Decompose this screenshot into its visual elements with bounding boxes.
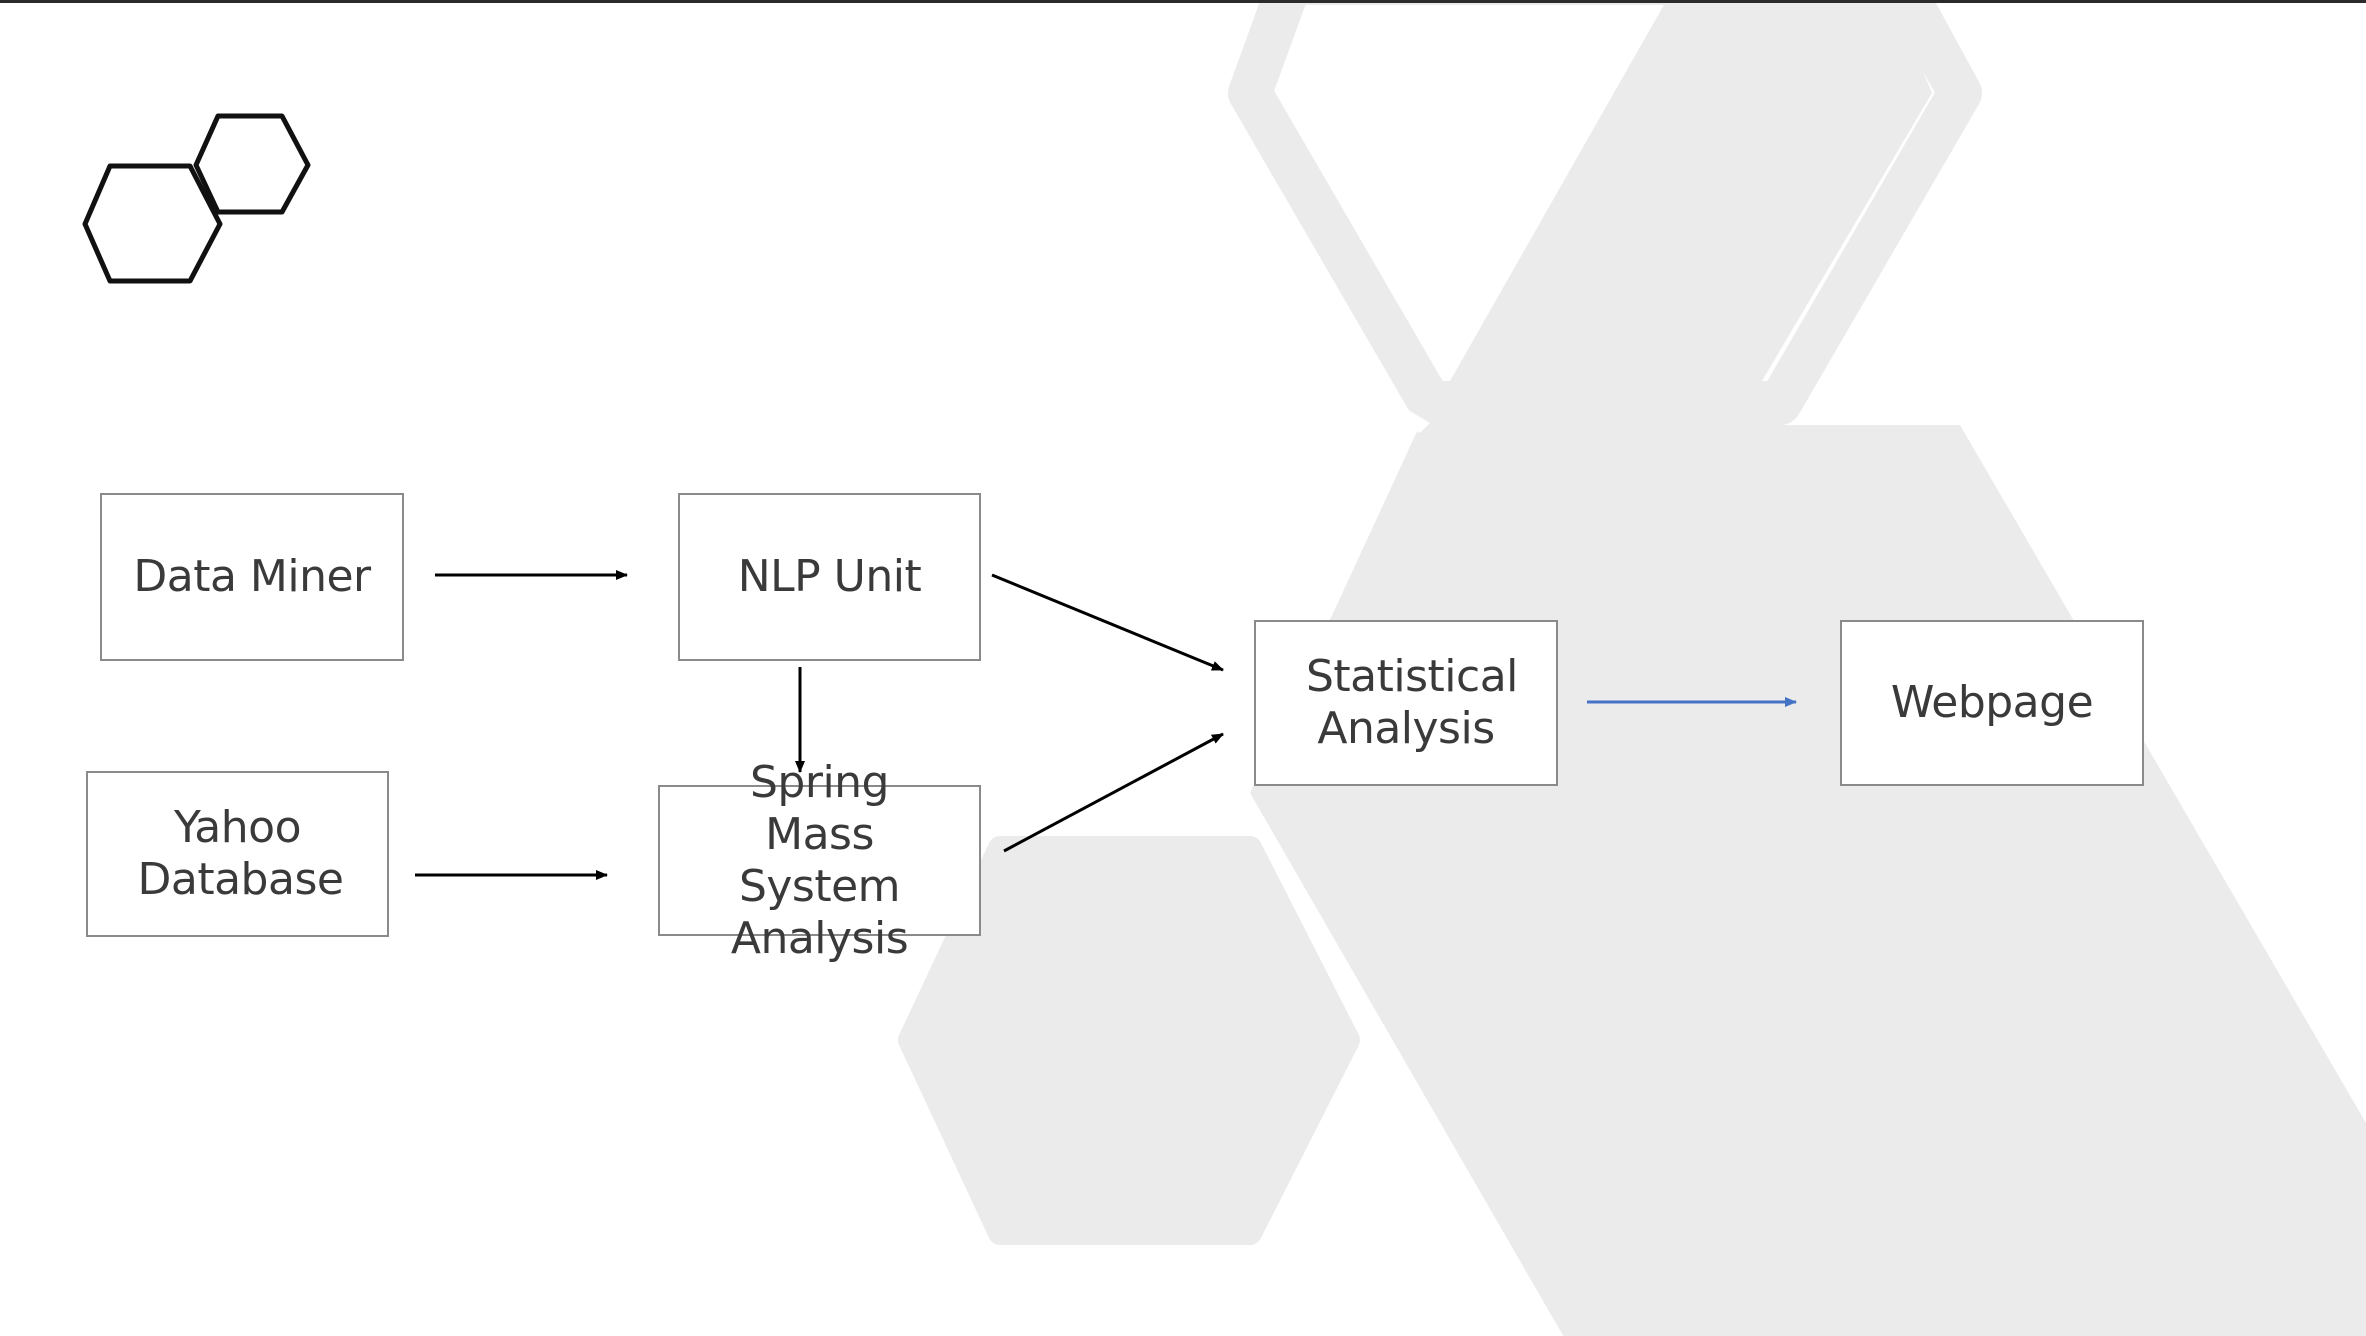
node-data-miner-label: Data Miner — [133, 551, 371, 602]
background-top-hexagon-fill — [1450, 3, 1932, 381]
background-gap-band — [1395, 408, 1430, 433]
node-data-miner: Data Miner — [100, 493, 404, 661]
node-statistical-analysis: Statistical Analysis — [1254, 620, 1558, 786]
node-webpage: Webpage — [1840, 620, 2144, 786]
node-spring-mass-system-analysis: Spring Mass System Analysis — [658, 757, 981, 964]
background-top-hexagon-outline — [1228, 3, 1982, 425]
background-small-hexagon — [898, 836, 1360, 1245]
node-statistical-analysis-label: Statistical Analysis — [1306, 651, 1518, 754]
node-yahoo-database-label: Yahoo Database — [137, 802, 344, 905]
node-webpage-label: Webpage — [1890, 677, 2094, 728]
arrow-nlp-unit-to-statistical-analysis — [991, 573, 1224, 672]
node-nlp-unit: NLP Unit — [678, 493, 981, 661]
node-spring-mass-system-analysis-label: Spring Mass System Analysis — [730, 756, 909, 964]
node-nlp-unit-label: NLP Unit — [737, 551, 922, 602]
connector-layer — [415, 570, 1797, 880]
logo-hexagons-icon — [82, 113, 311, 284]
node-yahoo-database: Yahoo Database — [86, 771, 389, 937]
arrow-spring-mass-to-statistical-analysis — [1003, 732, 1224, 853]
